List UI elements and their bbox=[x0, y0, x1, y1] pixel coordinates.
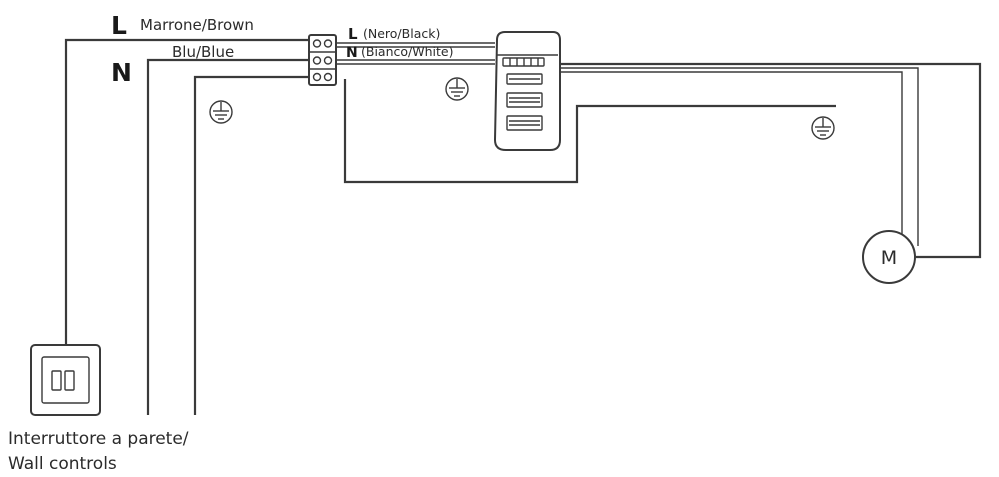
white-n-label: N bbox=[346, 45, 358, 61]
brown-wire-label: Marrone/Brown bbox=[140, 16, 254, 34]
wall-controls-label-line2: Wall controls bbox=[8, 454, 117, 474]
ground-icon bbox=[811, 116, 835, 140]
terminal-block-icon bbox=[308, 34, 337, 86]
wire-earth bbox=[193, 75, 313, 415]
neutral-label: N bbox=[111, 58, 132, 87]
wire-receiver-motor-3 bbox=[556, 71, 903, 234]
ground-icon bbox=[445, 77, 469, 101]
wall-controls-label-line1: Interruttore a parete/ bbox=[8, 429, 189, 449]
ground-icon bbox=[209, 100, 233, 124]
motor-label: M bbox=[881, 247, 897, 269]
wire-earth-loop bbox=[343, 79, 836, 184]
blue-wire-label: Blu/Blue bbox=[172, 43, 234, 61]
black-wire-label: (Nero/Black) bbox=[363, 26, 440, 41]
wire-white-to-receiver bbox=[336, 59, 495, 65]
live-label: L bbox=[111, 11, 127, 40]
black-l-label: L bbox=[348, 25, 358, 43]
wire-brown-live bbox=[64, 38, 313, 345]
motor-icon: M bbox=[862, 230, 916, 284]
wall-switch-icon bbox=[30, 344, 101, 416]
receiver-unit-icon bbox=[493, 31, 561, 151]
wire-blue-neutral bbox=[146, 58, 313, 415]
wire-black-to-receiver bbox=[336, 42, 495, 48]
wire-receiver-motor-1 bbox=[556, 62, 982, 259]
wire-receiver-motor-2 bbox=[556, 67, 919, 246]
white-wire-label: (Bianco/White) bbox=[361, 44, 453, 59]
